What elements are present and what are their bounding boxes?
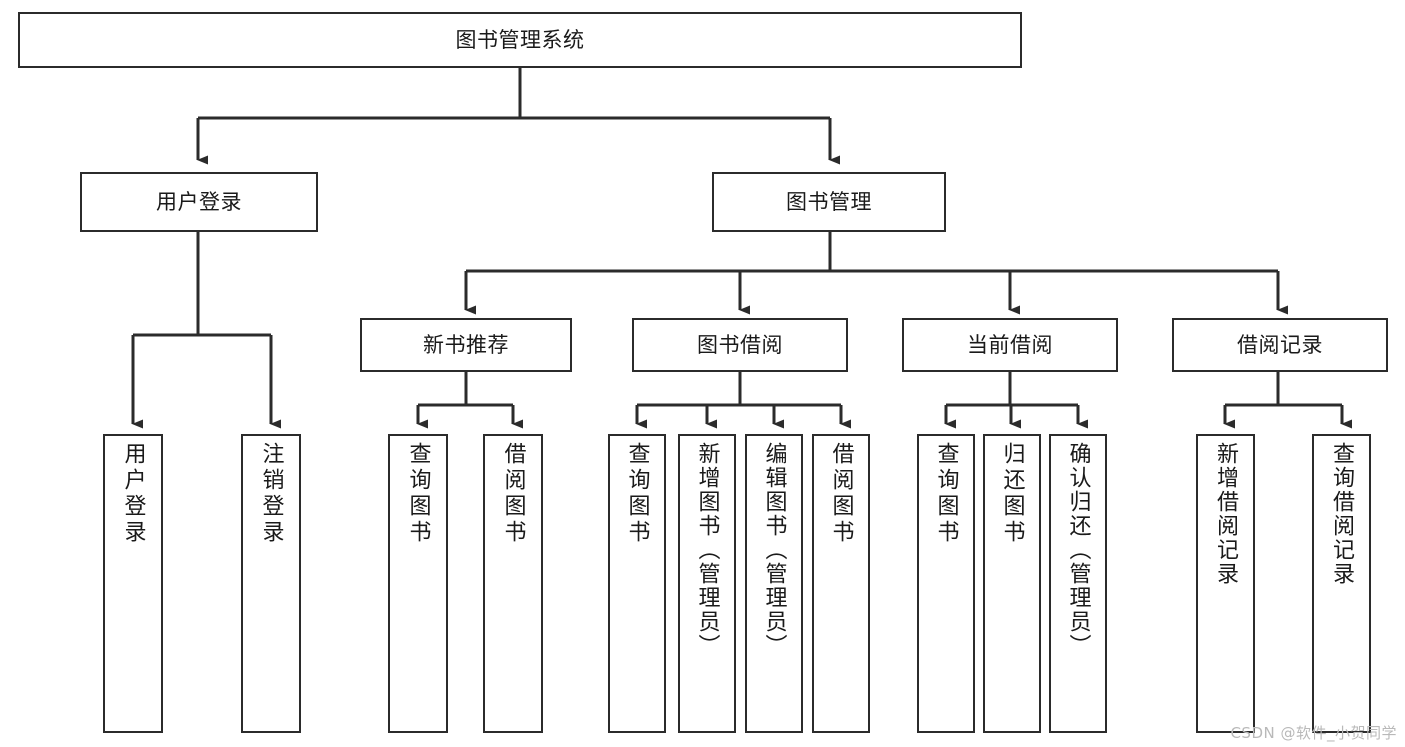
node-leaf-query-book-current[interactable]: 查询图书 (917, 434, 975, 733)
node-label: 图书借阅 (697, 332, 783, 357)
node-label: 编辑图书（管理员） (761, 442, 787, 658)
node-leaf-query-book-new-recommend[interactable]: 查询图书 (388, 434, 448, 733)
node-book-management[interactable]: 图书管理 (712, 172, 946, 232)
node-leaf-confirm-return[interactable]: 确认归还（管理员） (1049, 434, 1107, 733)
node-borrow-record[interactable]: 借阅记录 (1172, 318, 1388, 372)
node-label: 用户登录 (156, 189, 242, 214)
node-label: 查询图书 (405, 442, 431, 546)
node-label: 归还图书 (999, 442, 1025, 546)
node-leaf-borrow-book-borrow[interactable]: 借阅图书 (812, 434, 870, 733)
node-leaf-user-login[interactable]: 用户登录 (103, 434, 163, 733)
node-leaf-query-book-borrow[interactable]: 查询图书 (608, 434, 666, 733)
node-label: 查询图书 (624, 442, 650, 546)
node-leaf-edit-book[interactable]: 编辑图书（管理员） (745, 434, 803, 733)
node-current-borrow[interactable]: 当前借阅 (902, 318, 1118, 372)
node-label: 确认归还（管理员） (1065, 442, 1091, 658)
node-leaf-query-borrow-record[interactable]: 查询借阅记录 (1312, 434, 1371, 733)
node-label: 当前借阅 (967, 332, 1053, 357)
node-label: 借阅图书 (828, 442, 854, 546)
node-book-borrow[interactable]: 图书借阅 (632, 318, 848, 372)
node-label: 图书管理系统 (455, 27, 585, 52)
node-leaf-borrow-book-new-recommend[interactable]: 借阅图书 (483, 434, 543, 733)
node-label: 新书推荐 (423, 332, 509, 357)
csdn-watermark: CSDN @软件_小贺同学 (1230, 724, 1397, 742)
node-label: 查询借阅记录 (1329, 442, 1355, 586)
node-label: 新增借阅记录 (1213, 442, 1239, 586)
node-leaf-add-borrow-record[interactable]: 新增借阅记录 (1196, 434, 1255, 733)
node-root-book-management-system[interactable]: 图书管理系统 (18, 12, 1022, 68)
node-leaf-return-book[interactable]: 归还图书 (983, 434, 1041, 733)
node-label: 注销登录 (258, 442, 284, 546)
node-user-login[interactable]: 用户登录 (80, 172, 318, 232)
node-label: 图书管理 (786, 189, 872, 214)
node-leaf-add-book[interactable]: 新增图书（管理员） (678, 434, 736, 733)
node-label: 新增图书（管理员） (694, 442, 720, 658)
node-leaf-logout[interactable]: 注销登录 (241, 434, 301, 733)
node-label: 借阅记录 (1237, 332, 1323, 357)
node-label: 借阅图书 (500, 442, 526, 546)
node-label: 查询图书 (933, 442, 959, 546)
node-new-book-recommend[interactable]: 新书推荐 (360, 318, 572, 372)
node-label: 用户登录 (120, 442, 146, 546)
